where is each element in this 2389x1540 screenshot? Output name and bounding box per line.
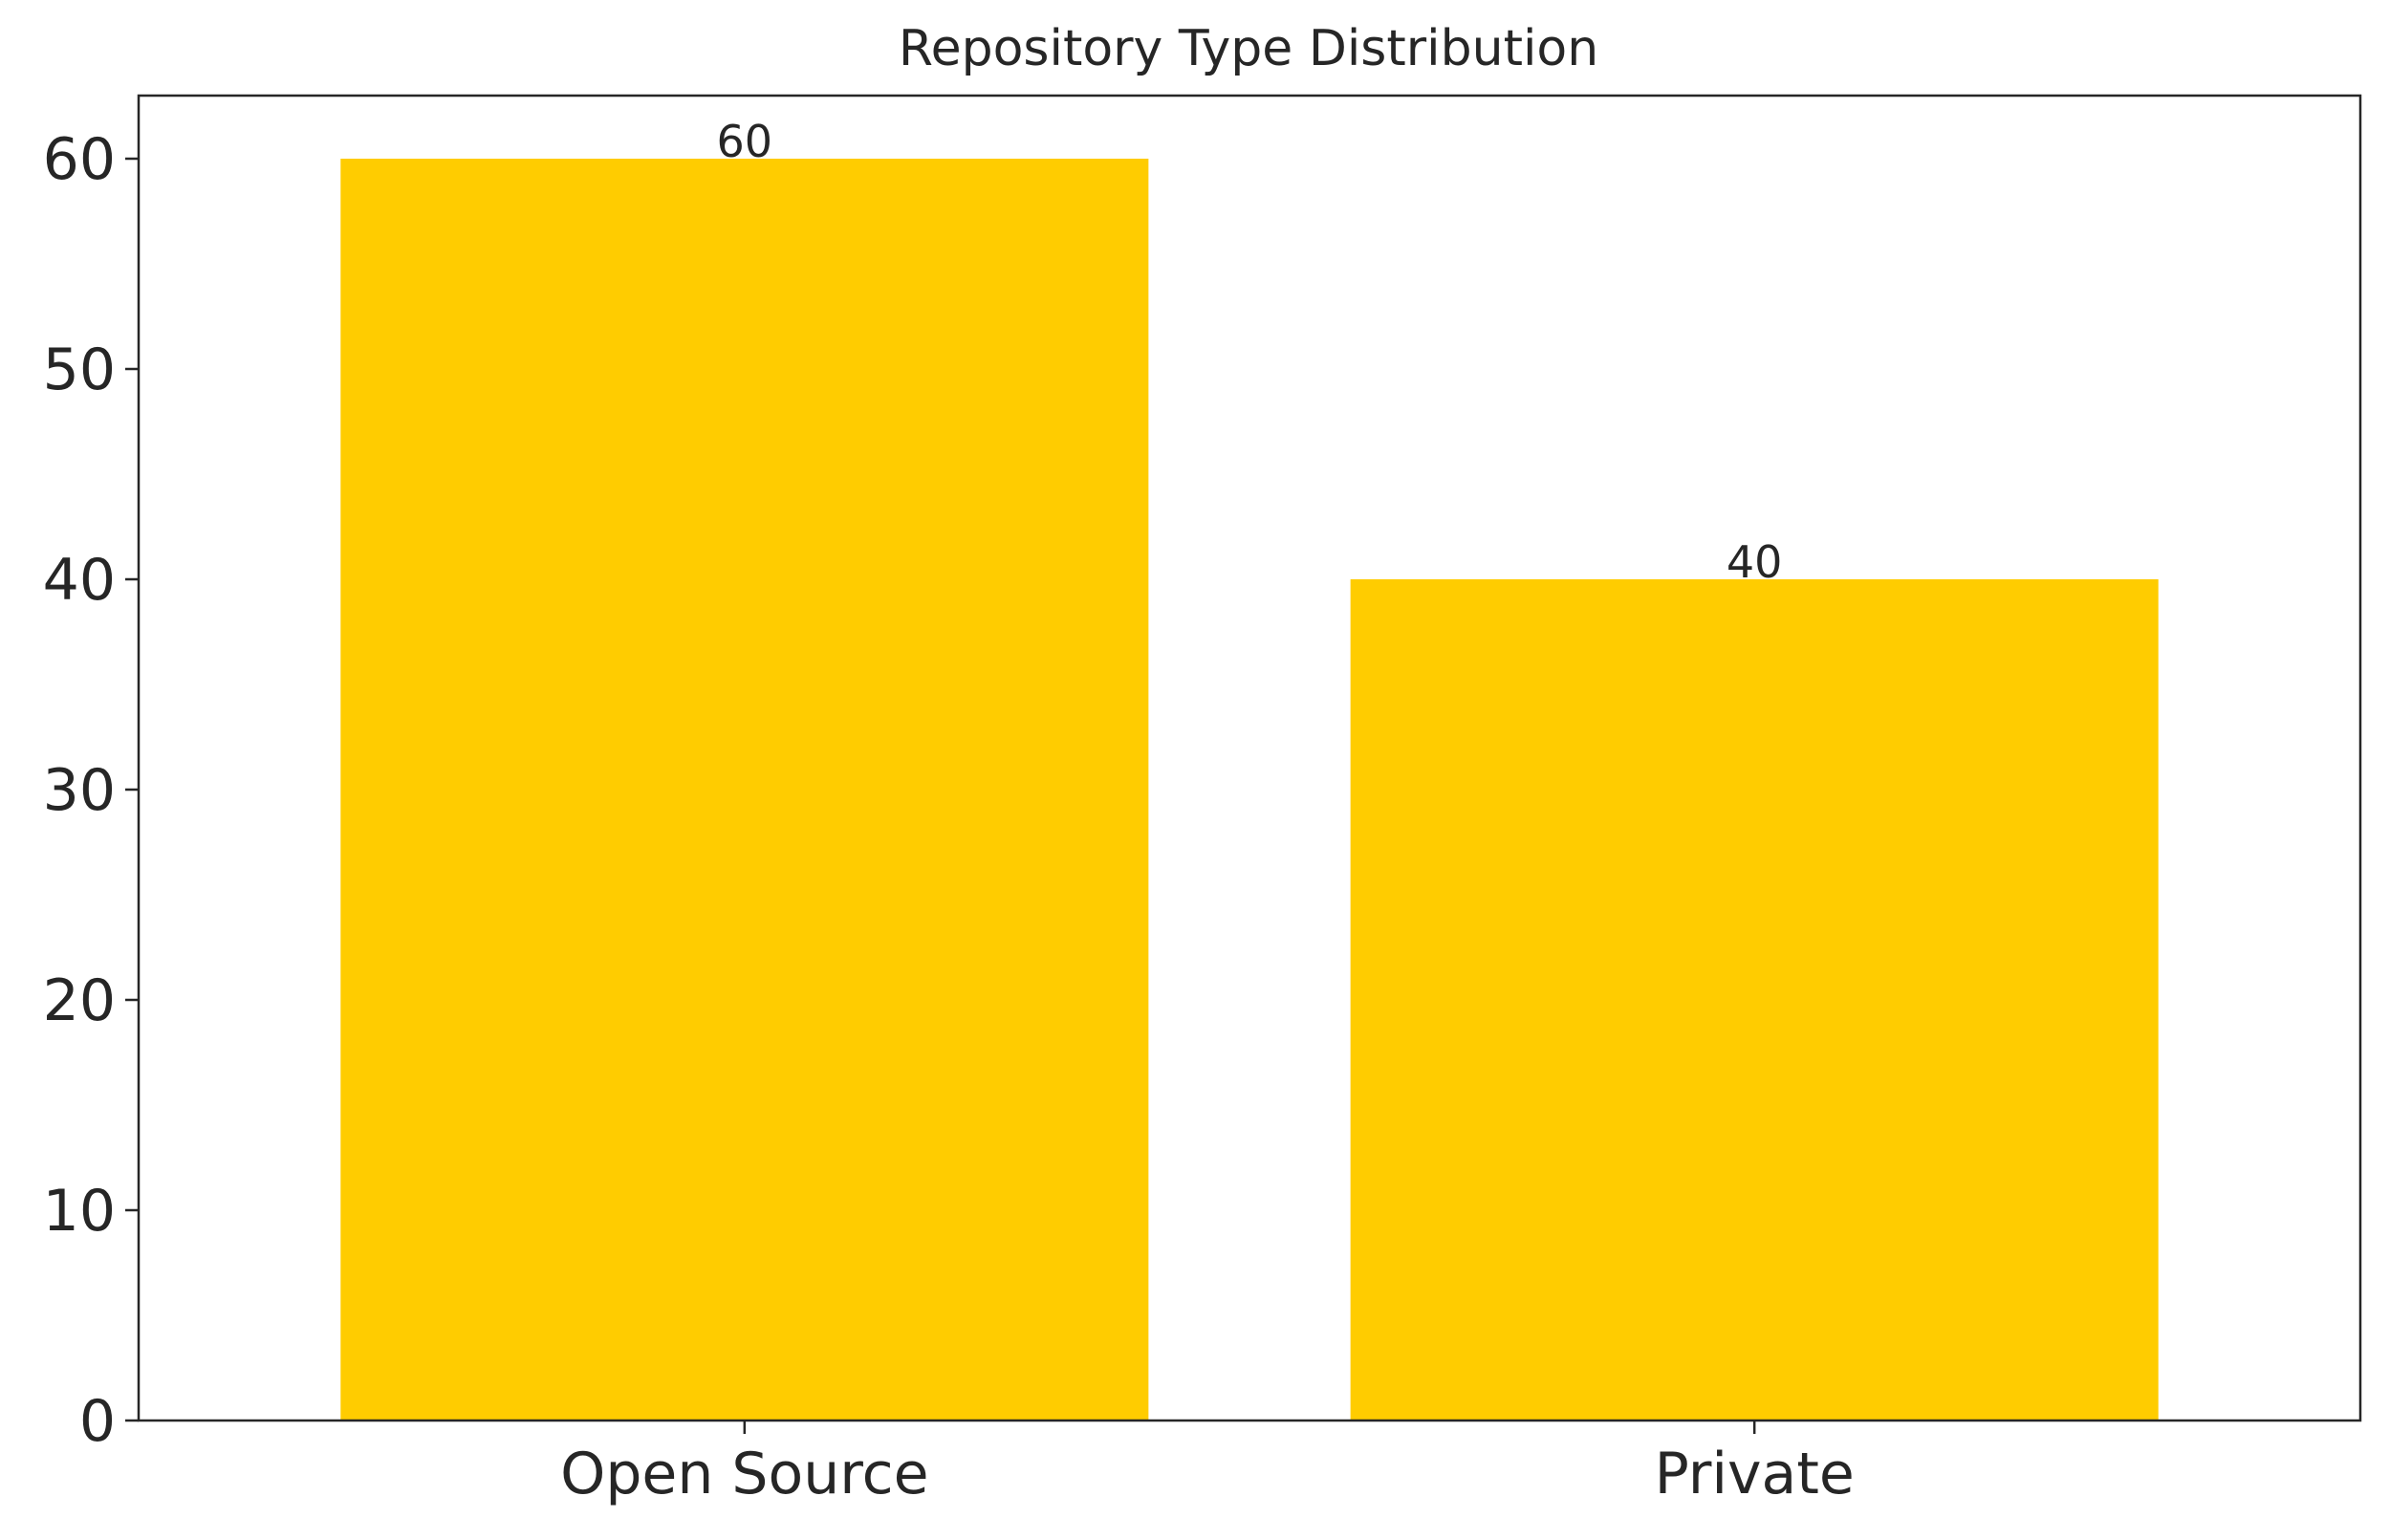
bar-open-source bbox=[340, 159, 1149, 1421]
y-axis: 0 10 20 30 40 50 60 bbox=[43, 126, 139, 1455]
y-tick-label: 20 bbox=[43, 967, 116, 1034]
y-tick-label: 30 bbox=[43, 757, 116, 824]
y-tick-label: 40 bbox=[43, 547, 116, 614]
bar-private bbox=[1350, 579, 2159, 1421]
x-tick-label: Private bbox=[1655, 1441, 1855, 1507]
y-tick-label: 60 bbox=[43, 126, 116, 193]
x-axis: Open Source Private bbox=[560, 1421, 1855, 1507]
bar-value-label: 60 bbox=[717, 116, 773, 167]
y-tick-label: 0 bbox=[79, 1388, 116, 1455]
chart-title: Repository Type Distribution bbox=[899, 20, 1598, 77]
bar-value-labels: 60 40 bbox=[717, 116, 1783, 588]
y-tick-label: 50 bbox=[43, 336, 116, 403]
plot-frame bbox=[137, 94, 2362, 1422]
x-tick-label: Open Source bbox=[560, 1441, 928, 1507]
bar-value-label: 40 bbox=[1727, 536, 1783, 588]
bars-group bbox=[340, 159, 2159, 1421]
y-tick-label: 10 bbox=[43, 1178, 116, 1245]
